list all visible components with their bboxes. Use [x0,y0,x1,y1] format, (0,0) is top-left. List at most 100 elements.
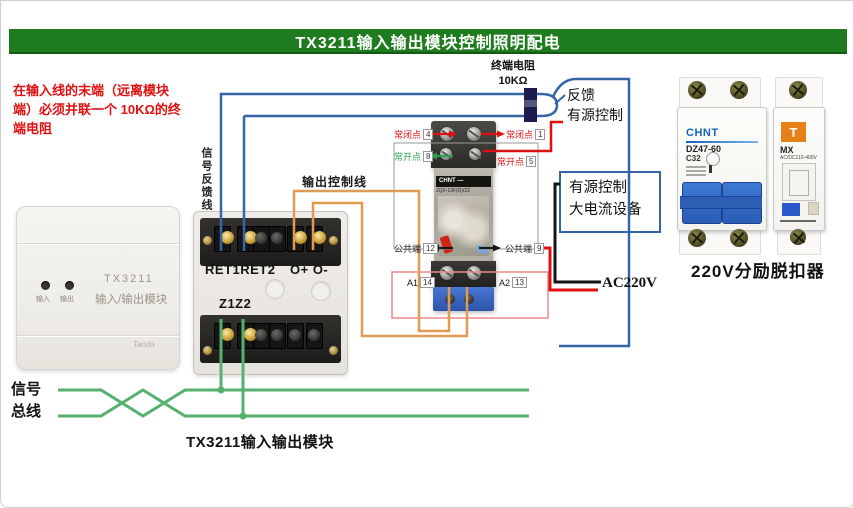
strip-corner-screw [203,236,212,245]
signal-bus-label: 信号 总线 [11,381,42,420]
ret1-screw [221,231,234,244]
active-control-label: 有源控制 [567,107,623,123]
input-led [41,281,50,290]
unused-screw [255,329,267,341]
terminal-panel-photo: RET1RET2 O+ O- Z1Z2 [193,211,348,375]
relay-bottom-terminals [431,261,496,287]
module-seam [17,335,179,336]
strip-corner-screw [203,346,212,355]
breaker-screw [688,229,706,247]
relay-screw [467,266,481,280]
shunt-screw [789,81,807,99]
panel-hole [311,281,331,301]
z2-screw [244,328,257,341]
active-load-line: 有源控制 [569,180,627,196]
shunt-blue-indicator [782,203,800,216]
unused-screw [271,232,283,244]
signal-bus-line-a [58,388,529,418]
shunt-model-label: MX [780,145,794,155]
relay-screw [440,266,454,280]
breaker-screw [730,81,748,99]
output-led-label: 输出 [60,296,74,303]
breaker-model-label: DZ47-60 [686,144,722,154]
wire-active-control [483,120,563,153]
module-model-text: TX3211 [104,273,154,285]
breaker-toggle-crossbar [680,196,762,209]
strip-corner-screw [329,236,338,245]
wire-feedback-return [551,77,631,348]
module-seam [17,243,179,244]
shunt-fine-print [780,220,816,222]
wire-ac-live [537,246,598,292]
bus-junction-dot [217,386,225,394]
shunt-diagram [782,163,816,201]
tx3211-module-photo: 输入 输出 TX3211 输入/输出模块 Tanda [16,206,180,370]
unused-screw [289,329,301,341]
breaker-brand-bar [686,141,758,143]
relay-photo: CHNT — JQX-13F(D)/2Z [431,121,496,311]
terminal-resistor-note: 在输入线的末端（远离模块 端）必须并联一个 10KΩ的终 端电阻 [13,81,195,138]
coil-screw-a2 [464,294,474,304]
relay-screw [469,148,481,160]
relay-model-label: JQX-13F(D)/2Z [436,188,471,194]
breaker-fine-print [686,166,706,168]
z-terminals-label: Z1Z2 [219,296,252,311]
wire-output-minus [311,201,469,338]
active-load-line: 大电流设备 [569,202,642,218]
relay-contact-outline [393,142,539,250]
wire-load-black [553,182,601,284]
breaker-dz47-body: CHNT DZ47-60 C32 [677,107,767,231]
active-load-box: 有源控制 大电流设备 [559,171,661,233]
note-line: 在输入线的末端（远离模块 [13,83,170,98]
unused-screw [271,329,283,341]
on-off-mark [709,165,712,173]
output-control-wire-label: 输出控制线 [302,175,368,189]
terminal-resistor-band [524,100,537,107]
o-plus-screw [294,231,307,244]
terminal-strip-top [200,218,341,266]
ac-power-label: AC220V [602,275,657,291]
wire-output-plus [292,189,451,333]
shunt-trip-body: T MX AC/DC110-400V [773,107,825,231]
o-minus-screw [313,231,326,244]
panel-hole [265,279,285,299]
output-terminals-label: O+ O- [290,262,329,277]
relay-coil-outline [391,271,549,319]
wire-feedback-loop [219,92,559,251]
wire-feedback-tick [554,94,566,105]
shunt-side-tag [808,202,819,215]
strip-corner-screw [329,346,338,355]
signal-bus-line-b [58,388,529,418]
unused-screw [308,329,320,341]
input-led-label: 输入 [36,296,50,303]
ret-terminals-label: RET1RET2 [205,262,276,277]
nc-right-arrowhead [497,130,505,138]
page-title: TX3211输入输出模块控制照明配电 [295,34,561,52]
breaker-fine-print [686,174,706,176]
module-name-text: 输入/输出模块 [95,294,168,306]
title-bar: TX3211输入输出模块控制照明配电 [9,29,847,54]
com-right-arrowhead [493,244,501,252]
shunt-screw [790,229,806,245]
breaker-caption: 220V分励脱扣器 [691,262,825,281]
nc-left-arrowhead [449,130,457,138]
breaker-fine-print [686,170,706,172]
bus-junction-dot [239,412,247,420]
relay-body: CHNT — JQX-13F(D)/2Z [434,168,493,261]
shunt-rating-label: AC/DC110-400V [780,155,817,161]
breaker-screw [688,81,706,99]
signal-feedback-wire-label: 信号反馈线 [200,147,212,212]
output-led [65,281,74,290]
relay-brand-label: CHNT — [436,176,491,187]
note-line: 端）必须并联一个 10KΩ的终 [13,102,181,117]
z1-screw [221,328,234,341]
